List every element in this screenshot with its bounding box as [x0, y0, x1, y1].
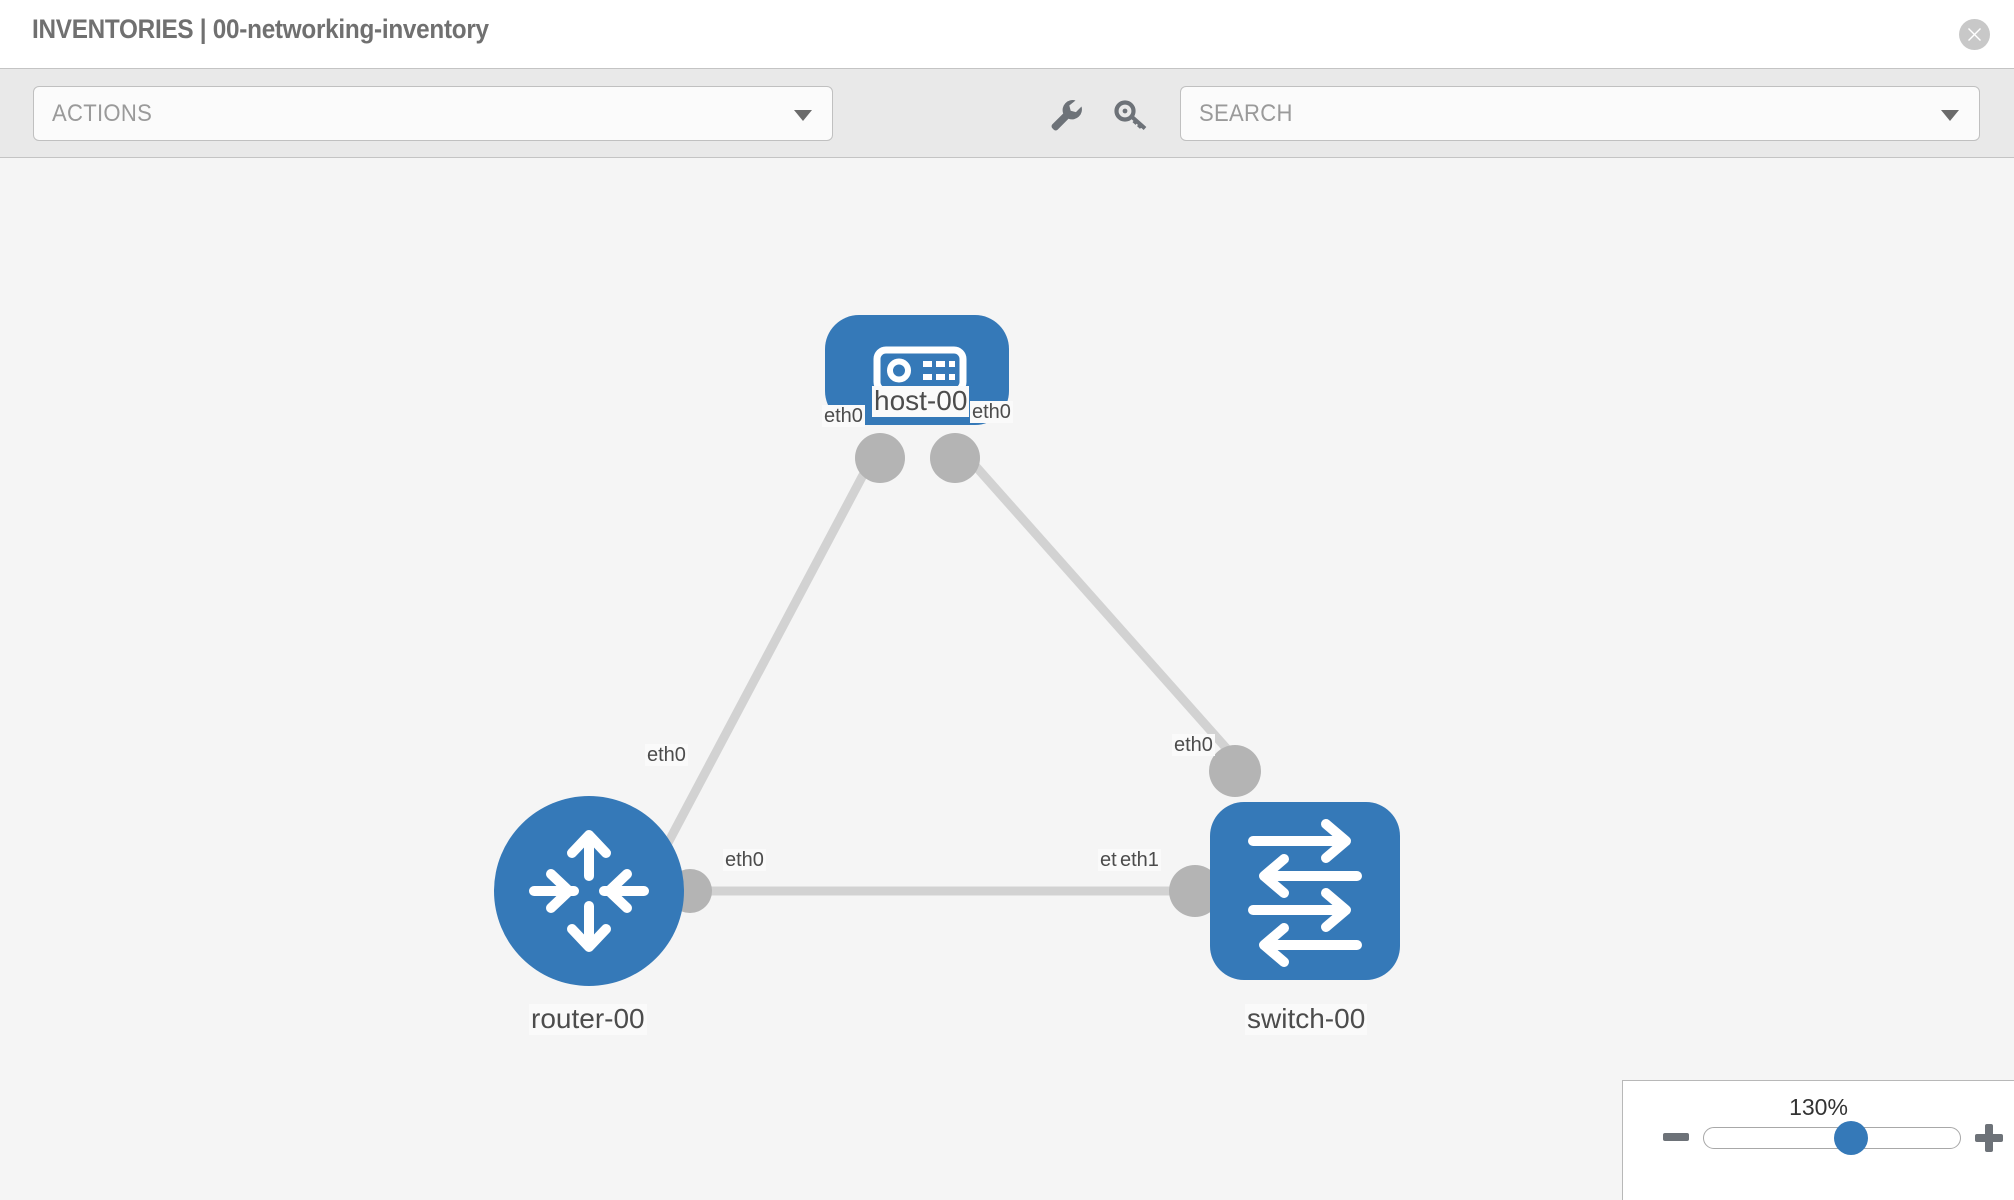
topology-canvas[interactable]: host-00 router-00 switch-00 eth0 eth0 et…	[0, 158, 2014, 1200]
node-label-host-00[interactable]: host-00	[872, 385, 970, 417]
port-switch00-eth0[interactable]	[1209, 745, 1261, 797]
zoom-control-panel: 130%	[1622, 1080, 2014, 1200]
key-icon[interactable]	[1112, 95, 1152, 135]
iface-label-host00-right[interactable]: eth0	[970, 401, 1013, 423]
iface-label-router00-eth0[interactable]: eth0	[723, 849, 766, 871]
iface-label-switch00-uplink[interactable]: eth0	[1172, 734, 1215, 756]
close-icon[interactable]	[1959, 19, 1990, 50]
switch-arrows-icon	[1248, 819, 1362, 967]
topology-links	[656, 440, 1239, 896]
iface-label-switch00-eth1[interactable]: eth1	[1118, 849, 1161, 871]
search-placeholder: SEARCH	[1199, 100, 1293, 127]
zoom-out-button[interactable]	[1663, 1133, 1689, 1141]
iface-label-host00-left[interactable]: eth0	[822, 405, 865, 427]
page-title: INVENTORIES | 00-networking-inventory	[32, 14, 489, 44]
chevron-down-icon	[794, 110, 812, 121]
actions-dropdown[interactable]: ACTIONS	[33, 86, 833, 141]
actions-dropdown-label: ACTIONS	[52, 100, 153, 127]
zoom-percent-label: 130%	[1789, 1094, 1848, 1120]
page-header: INVENTORIES | 00-networking-inventory	[0, 0, 2014, 68]
iface-label-router00-uplink[interactable]: eth0	[645, 744, 688, 766]
port-host00-eth0-right[interactable]	[930, 433, 980, 483]
link-host00-router00[interactable]	[656, 440, 884, 861]
node-switch-00[interactable]	[1210, 802, 1400, 980]
port-host00-eth0-left[interactable]	[855, 433, 905, 483]
zoom-slider[interactable]	[1703, 1121, 1961, 1155]
node-label-router-00[interactable]: router-00	[529, 1003, 647, 1035]
toolbar: ACTIONS SEARCH	[0, 68, 2014, 158]
topology-graph	[494, 315, 1400, 986]
wrench-icon[interactable]	[1046, 95, 1086, 135]
zoom-in-button[interactable]	[1975, 1124, 2003, 1152]
port-switch00-eth1[interactable]	[1169, 865, 1221, 917]
link-host00-switch00[interactable]	[951, 440, 1239, 761]
search-input[interactable]: SEARCH	[1180, 86, 1980, 141]
zoom-slider-handle[interactable]	[1834, 1121, 1868, 1155]
router-arrows-icon	[529, 830, 649, 952]
chevron-down-icon[interactable]	[1941, 110, 1959, 121]
node-router-00[interactable]	[494, 796, 684, 986]
node-label-switch-00[interactable]: switch-00	[1245, 1003, 1368, 1035]
